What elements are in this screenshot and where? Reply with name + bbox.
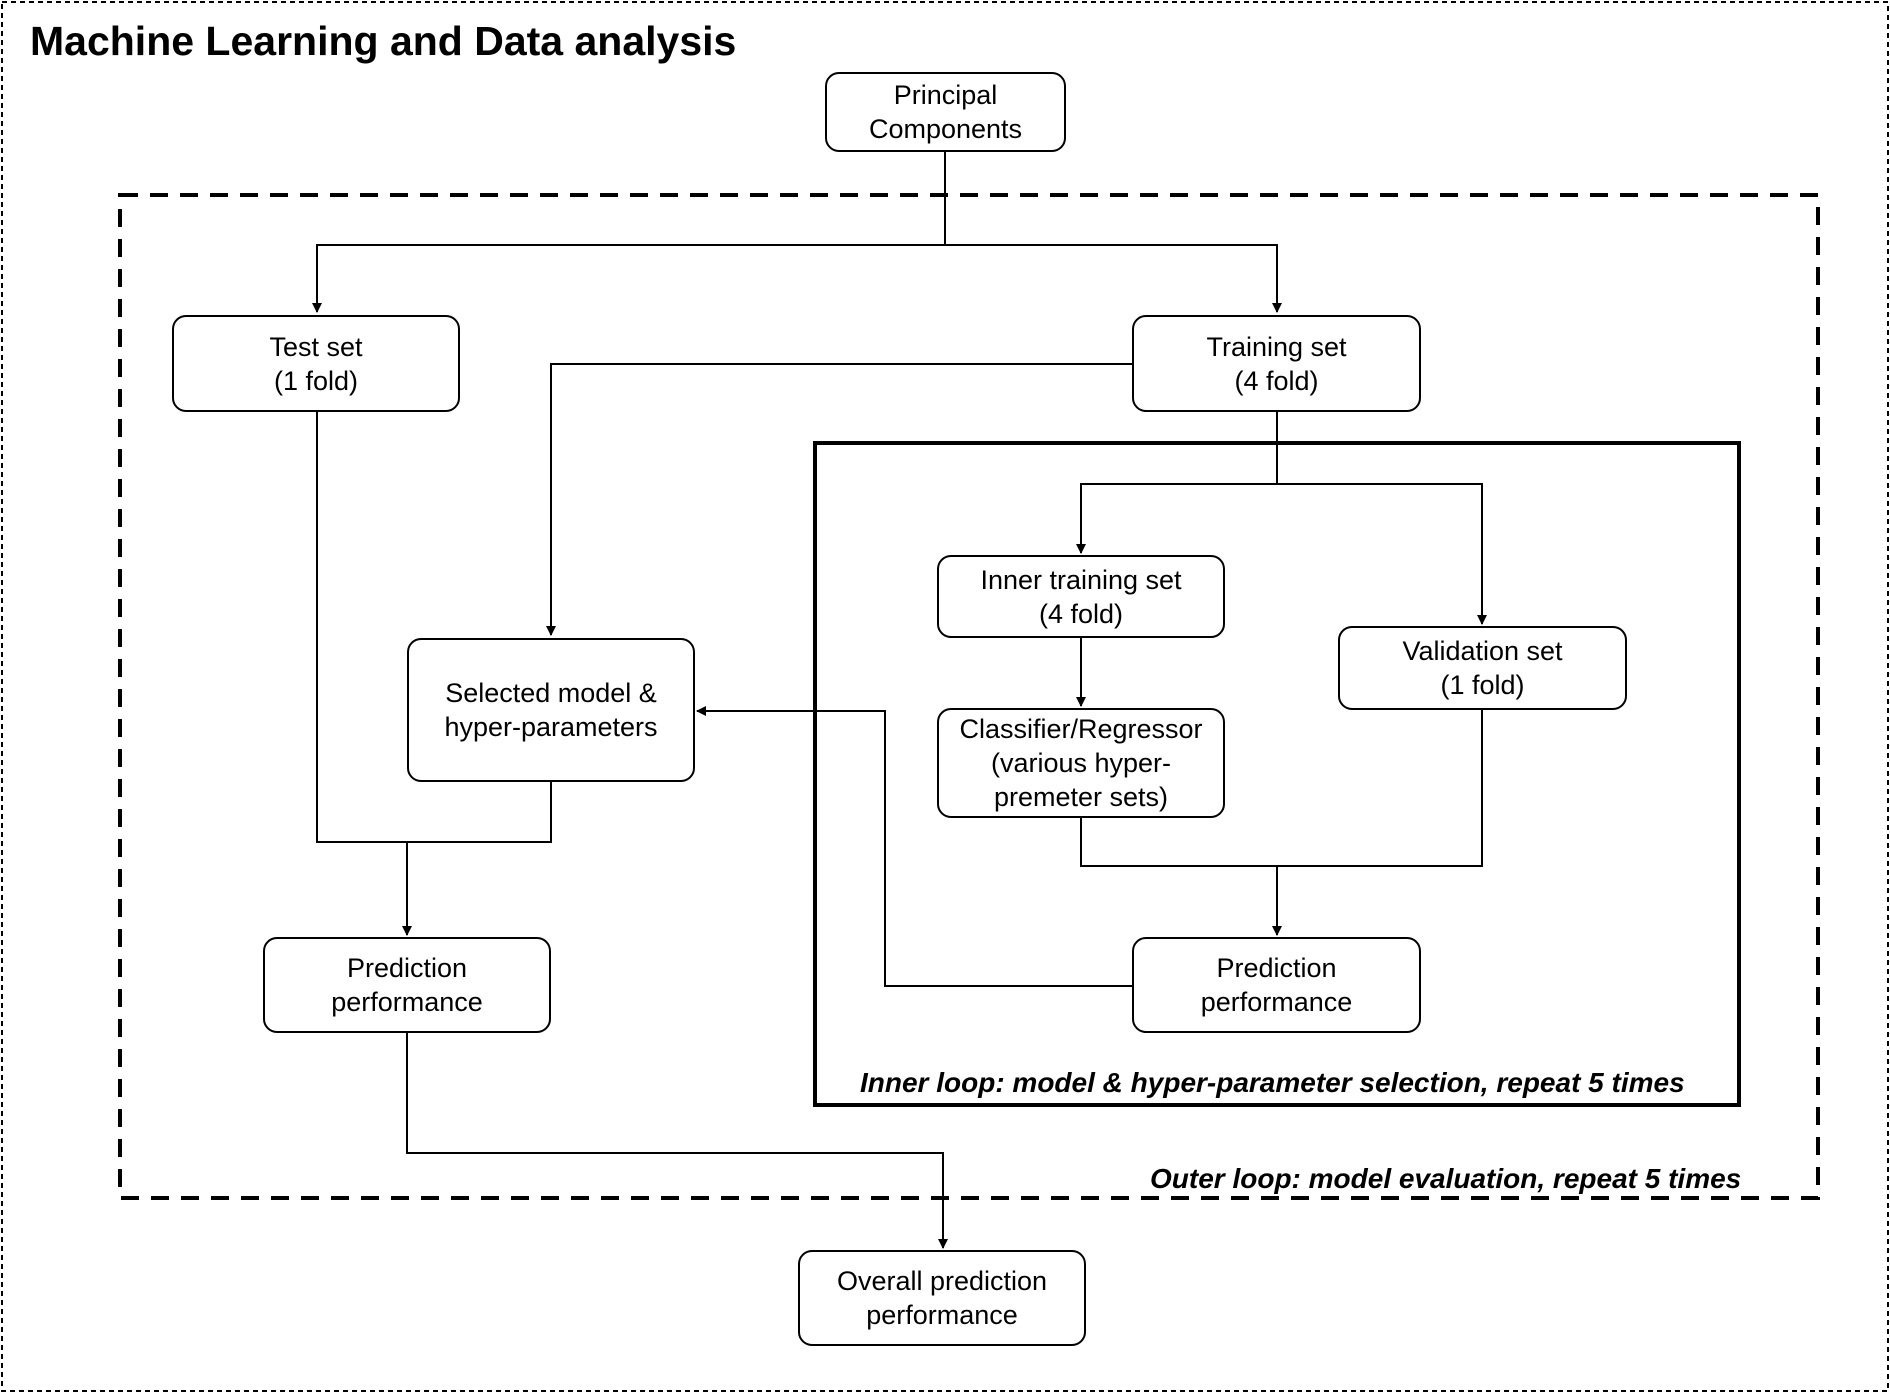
outer-loop-caption: Outer loop: model evaluation, repeat 5 t… [1150, 1163, 1742, 1194]
node-label-line: Prediction [1216, 953, 1337, 983]
connector-classifier-merge [1080, 710, 1483, 867]
connector-pc-to-test [312, 244, 945, 313]
node-label-line: performance [1200, 987, 1353, 1017]
training-set-node: Training set(4 fold) [1132, 315, 1421, 412]
node-label-line: Prediction [346, 953, 468, 983]
node-label-line: Training set [1206, 331, 1347, 362]
node-label-line: Classifier/Regressor [959, 714, 1203, 744]
test-set-node: Test set(1 fold) [172, 315, 460, 412]
node-label-line: Inner training set [980, 564, 1182, 595]
validation-set-node: Validation set (1 fold) [1338, 626, 1627, 710]
node-label-line: (1 fold) [273, 365, 359, 396]
classifier-regressor-node: Classifier/Regressor (various hyper-preme… [937, 708, 1225, 818]
page-title: Machine Learning and Data analysis [30, 18, 737, 64]
node-label-line: performance [866, 1300, 1018, 1330]
node-label-line: Overall prediction [836, 1266, 1048, 1296]
connector-outer-to-overall [406, 1033, 948, 1249]
connector-inner-prediction-to-selected [696, 706, 1132, 987]
connector-training-to-validation [1277, 483, 1487, 625]
overall-prediction-performance-node: Overall prediction performance [798, 1250, 1086, 1346]
node-label-line: Components [868, 114, 1023, 144]
outer-prediction-performance-node: Prediction performance [263, 937, 551, 1033]
node-label-line: (4 fold) [1234, 365, 1319, 396]
connector-pc-to-training [945, 244, 1282, 313]
node-label-line: hyper-parameters [444, 712, 658, 742]
node-label-line: (1 fold) [1440, 670, 1525, 700]
node-label-line: Selected model & [445, 678, 657, 708]
connector-training-to-selected [546, 363, 1132, 636]
connector-training-to-inner [1076, 483, 1277, 554]
node-label-line: Validation set [1402, 636, 1563, 666]
node-label-line: Principal [893, 80, 998, 110]
inner-training-set-node: Inner training set(4 fold) [937, 555, 1225, 638]
selected-model-node: Selected model & hyper-parameters [407, 638, 695, 782]
inner-prediction-performance-node: Prediction performance [1132, 937, 1421, 1033]
node-label-line: (various hyper- [990, 748, 1172, 778]
node-label-line: Test set [269, 331, 363, 362]
outer-loop-frame [118, 193, 1820, 1200]
node-label-line: premeter sets) [993, 782, 1169, 812]
inner-loop-caption: Inner loop: model & hyper-parameter sele… [860, 1067, 1685, 1098]
node-label-line: performance [331, 987, 483, 1017]
connector-test-merge [316, 412, 552, 843]
node-label-line: (4 fold) [1038, 598, 1124, 629]
